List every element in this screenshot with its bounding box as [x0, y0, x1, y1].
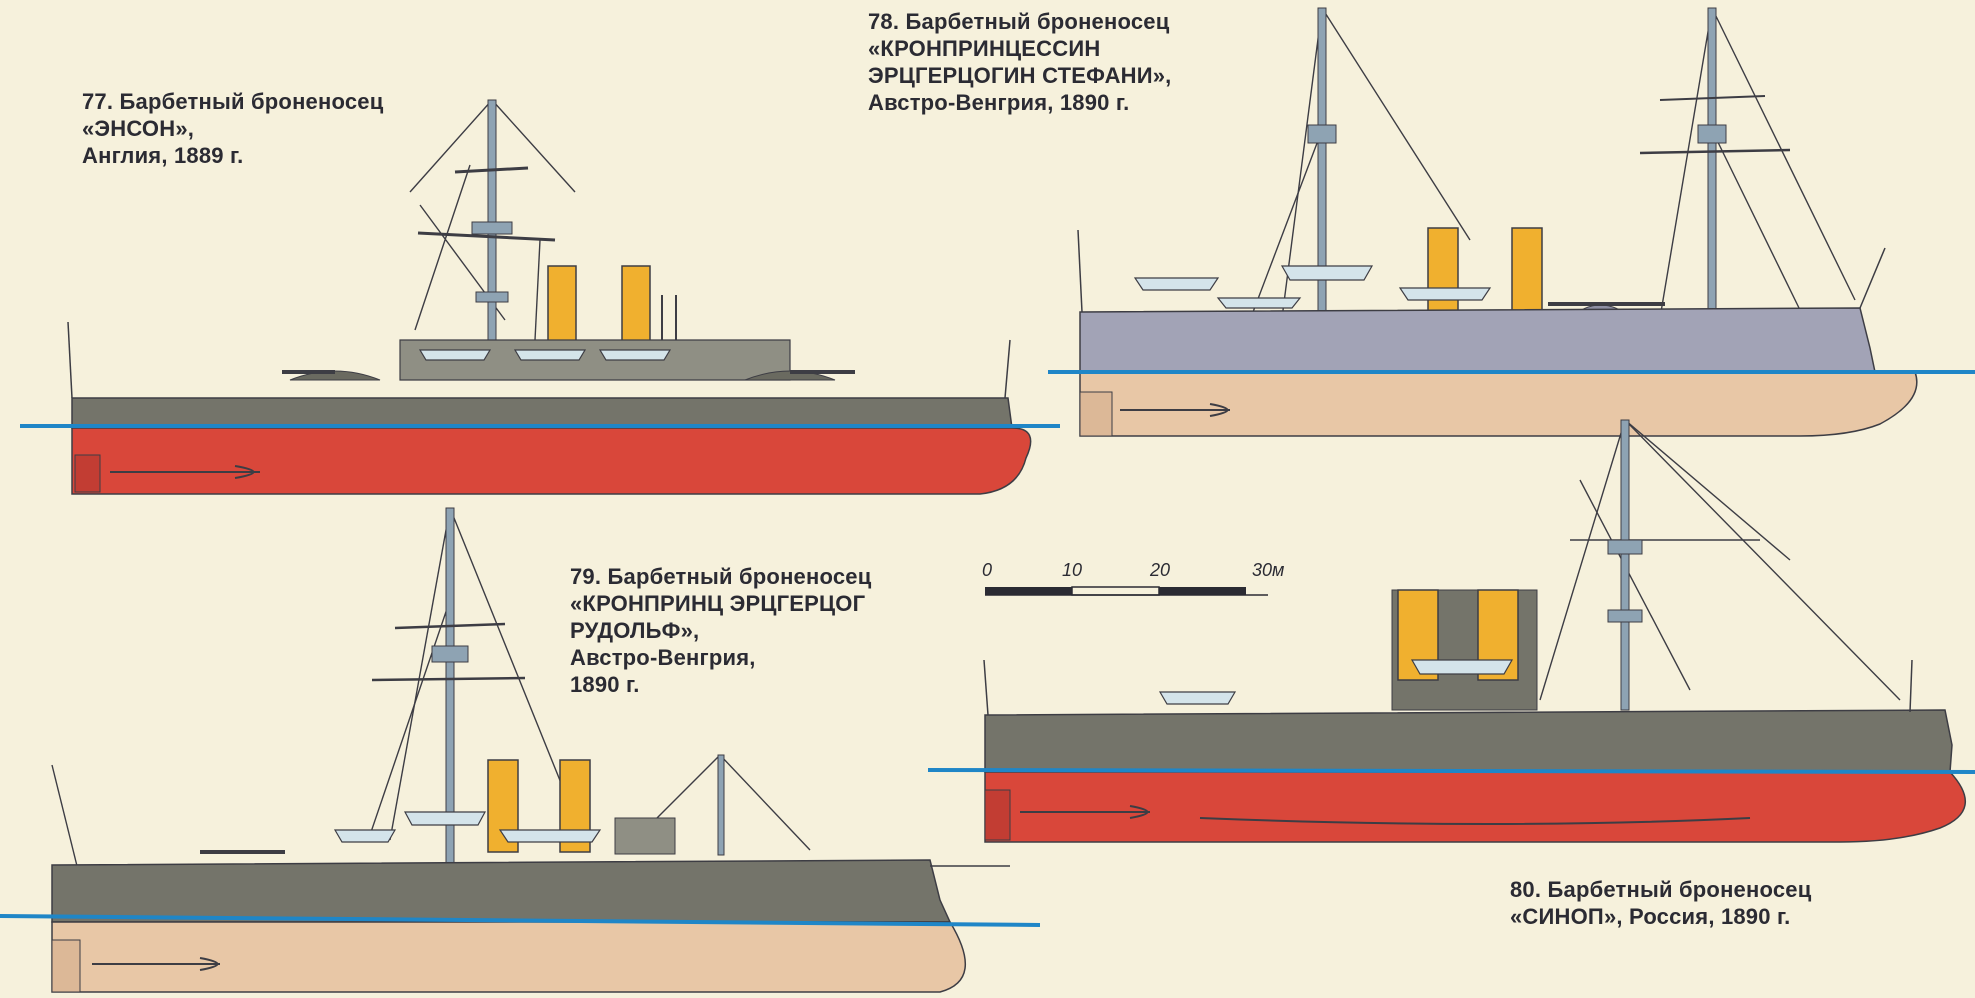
ship-77-propeller-shaft	[110, 465, 260, 479]
ship-80-keel-line	[1199, 817, 1751, 825]
ship-79-rigging	[51, 507, 811, 871]
ship-80-rudder	[984, 789, 1011, 841]
scale-label-30m: 30м	[1252, 560, 1284, 580]
ship-78-hull-underwater	[1079, 371, 1918, 437]
ship-77-rudder	[74, 454, 101, 493]
ship-79-propeller-shaft	[92, 957, 220, 971]
ship-77-boats	[418, 349, 672, 361]
caption-ship-78: 78. Барбетный броненосец «КРОНПРИНЦЕССИН…	[868, 8, 1172, 116]
ship-79-masts	[371, 507, 725, 864]
ship-78-rudder	[1079, 391, 1113, 437]
caption-79-line-2: «КРОНПРИНЦ ЭРЦГЕРЦОГ	[570, 591, 866, 616]
caption-77-line-1: 77. Барбетный броненосец	[82, 89, 384, 114]
scale-bar-segment-1	[985, 587, 1072, 595]
caption-79-line-3: РУДОЛЬФ»,	[570, 618, 700, 643]
ship-80-propeller-shaft	[1020, 805, 1150, 819]
ship-80-jackstaff-aft	[983, 659, 989, 716]
ship-78-funnel-rear	[1511, 227, 1543, 321]
caption-77-line-3: Англия, 1889 г.	[82, 143, 244, 168]
ship-78-propeller-shaft	[1120, 403, 1230, 417]
ship-77-hull-underwater	[71, 427, 1032, 495]
caption-77-line-2: «ЭНСОН»,	[82, 116, 195, 141]
ship-78-boats	[1133, 265, 1492, 309]
caption-78-line-1: 78. Барбетный броненосец	[868, 9, 1170, 34]
ship-80-boats	[1158, 659, 1514, 705]
ship-80-jackstaff-bow	[1909, 659, 1913, 713]
ship-80-hull-underwater	[984, 771, 1966, 843]
caption-78-line-4: Австро-Венгрия, 1890 г.	[868, 90, 1130, 115]
ship-79-waterline	[0, 914, 1041, 927]
scale-bar-segment-3	[1159, 587, 1246, 595]
caption-78-line-3: ЭРЦГЕРЦОГИН СТЕФАНИ»,	[868, 63, 1172, 88]
caption-78-line-2: «КРОНПРИНЦЕССИН	[868, 36, 1101, 61]
ship-80-waterline	[927, 768, 1975, 774]
scale-label-0: 0	[982, 560, 992, 580]
ship-77-jackstaff-bow	[1004, 339, 1011, 399]
ship-79	[0, 507, 1041, 993]
caption-79-line-4: Австро-Венгрия,	[570, 645, 756, 670]
ship-77-mast	[417, 99, 556, 351]
caption-ship-77: 77. Барбетный броненосец «ЭНСОН», Англия…	[82, 88, 383, 169]
caption-ship-80: 80. Барбетный броненосец «СИНОП», Россия…	[1510, 876, 1811, 930]
ship-78-jackstaff-aft	[1077, 229, 1083, 313]
ship-80-hull-topside	[984, 709, 1953, 773]
ship-77-jackstaff-aft	[67, 321, 73, 399]
ship-80-rigging	[1539, 419, 1901, 701]
ship-80-mast	[1607, 419, 1643, 711]
ship-79-hull-topside	[51, 859, 952, 923]
ship-77-funnel-front	[547, 265, 577, 353]
ship-78-jackstaff-bow	[1859, 247, 1886, 309]
caption-79-line-5: 1890 г.	[570, 672, 640, 697]
ship-78-hull-topside	[1079, 307, 1876, 373]
ship-79-hull-underwater	[51, 921, 966, 993]
ship-80	[927, 419, 1975, 843]
scale-bar-segment-2	[1071, 586, 1160, 596]
scale-label-10: 10	[1062, 560, 1082, 580]
ship-78-masts	[1307, 7, 1791, 329]
caption-80-line-2: «СИНОП», Россия, 1890 г.	[1510, 904, 1791, 929]
ship-78	[1048, 7, 1975, 437]
ship-79-bridge	[614, 817, 676, 855]
ship-79-rudder	[51, 939, 81, 993]
caption-ship-79: 79. Барбетный броненосец «КРОНПРИНЦ ЭРЦГ…	[570, 563, 871, 698]
scale-label-20: 20	[1149, 560, 1170, 580]
caption-79-line-1: 79. Барбетный броненосец	[570, 564, 872, 589]
ship-79-boats	[333, 811, 602, 843]
ship-77-hull-topside	[71, 397, 1013, 429]
ship-77	[20, 99, 1060, 495]
ship-77-funnel-rear	[621, 265, 651, 353]
ship-78-funnel-front	[1427, 227, 1459, 321]
caption-80-line-1: 80. Барбетный броненосец	[1510, 877, 1812, 902]
scale-bar: 0 10 20 30м	[982, 560, 1284, 596]
